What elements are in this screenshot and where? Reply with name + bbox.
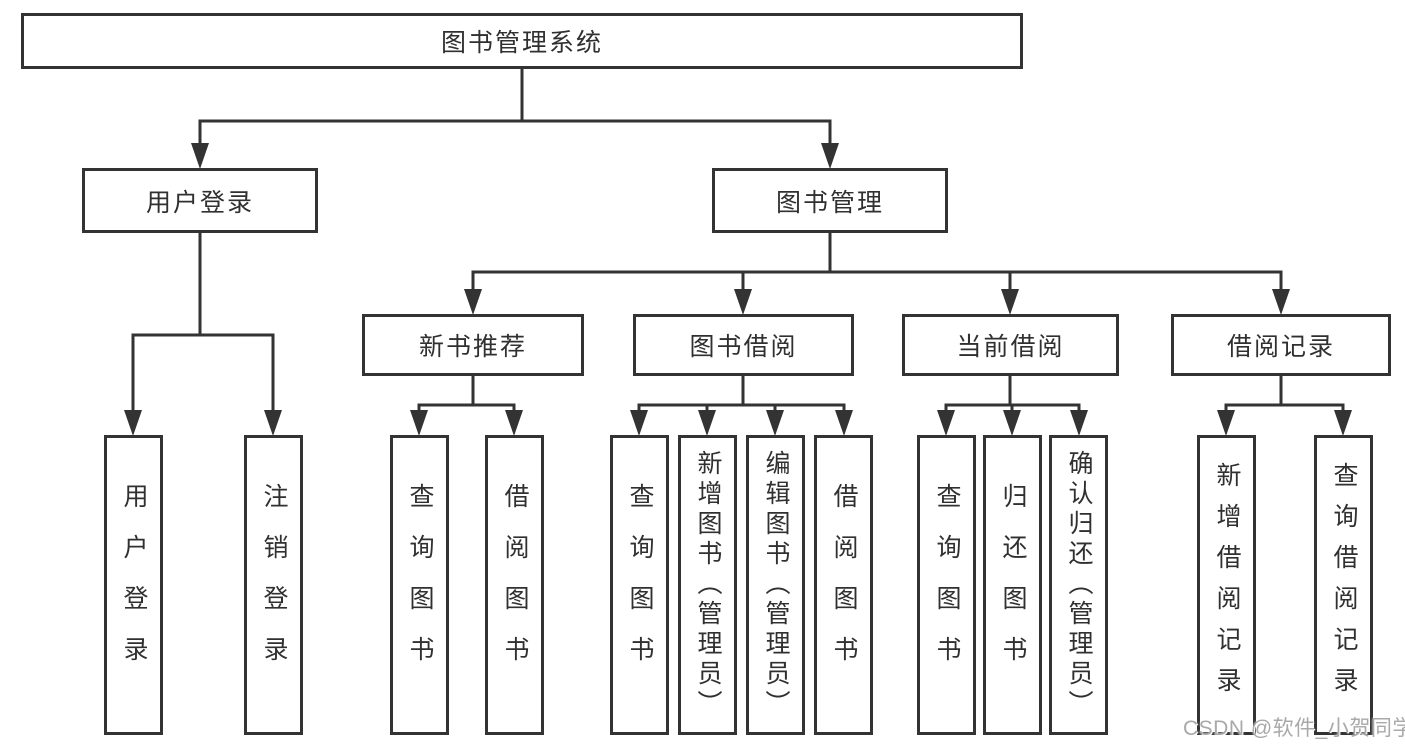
- leaf-logout: 注销登录: [244, 435, 303, 735]
- leaf-confirm-return-admin: 确认归还（管理员）: [1049, 435, 1108, 735]
- leaf-query-books-borrowing: 查询图书: [610, 435, 669, 735]
- node-new-book-recommendation: 新书推荐: [362, 314, 584, 376]
- node-user-login: 用户登录: [82, 168, 318, 233]
- node-book-borrowing: 图书借阅: [633, 314, 854, 376]
- node-root: 图书管理系统: [21, 13, 1023, 69]
- leaf-query-borrow-record: 查询借阅记录: [1314, 435, 1373, 735]
- leaf-query-books-recommend: 查询图书: [390, 435, 449, 735]
- node-current-borrowing: 当前借阅: [902, 314, 1119, 376]
- leaf-borrow-books-borrowing: 借阅图书: [814, 435, 873, 735]
- leaf-query-books-current: 查询图书: [917, 435, 976, 735]
- leaf-edit-books-admin: 编辑图书（管理员）: [746, 435, 805, 735]
- leaf-add-books-admin: 新增图书（管理员）: [678, 435, 737, 735]
- arrowheads: [124, 143, 1352, 436]
- leaf-return-books: 归还图书: [983, 435, 1042, 735]
- leaf-add-borrow-record: 新增借阅记录: [1197, 435, 1256, 735]
- watermark: CSDN @软件_小贺同学: [1183, 717, 1405, 740]
- node-borrowing-records: 借阅记录: [1171, 314, 1391, 376]
- leaf-user-login: 用户登录: [104, 435, 163, 735]
- node-book-management: 图书管理: [712, 168, 948, 233]
- leaf-borrow-books-recommend: 借阅图书: [485, 435, 544, 735]
